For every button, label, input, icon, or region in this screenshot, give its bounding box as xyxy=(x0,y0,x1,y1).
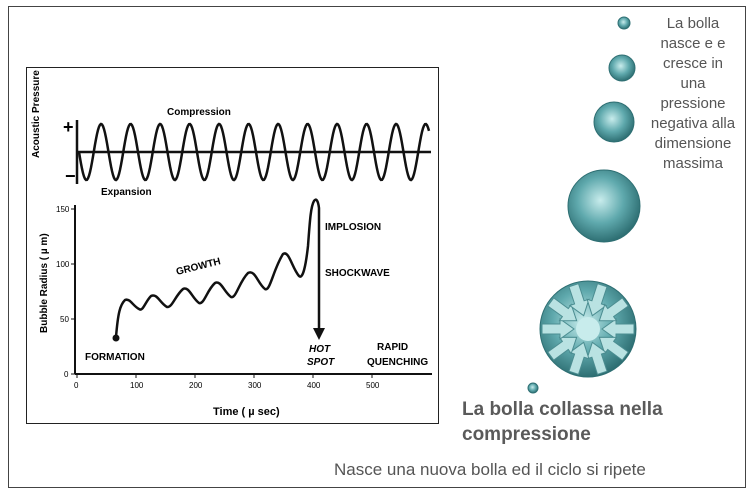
inward-arrow-icon xyxy=(568,341,590,375)
x-axis-label: Time ( µ sec) xyxy=(213,406,280,418)
bubble-sequence xyxy=(527,16,641,394)
bubble-max-icon xyxy=(567,169,641,243)
implosion-arrow-head xyxy=(313,328,325,340)
bubble-radius-curve xyxy=(114,198,321,338)
pressure-axis-label: Acoustic Pressure xyxy=(31,70,42,158)
growth-label: GROWTH xyxy=(175,256,222,278)
inward-arrow-icon xyxy=(598,297,629,322)
x-tick-label: 100 xyxy=(130,381,144,390)
x-tick-label: 500 xyxy=(366,381,380,390)
implosion-label: IMPLOSION xyxy=(325,222,381,233)
growth-note: La bolla nasce e e cresce in una pressio… xyxy=(650,15,736,172)
rapid-label: RAPID xyxy=(377,342,408,353)
x-tick-label: 400 xyxy=(307,381,321,390)
inward-arrow-icon xyxy=(598,336,629,361)
inward-arrow-icon xyxy=(586,283,608,317)
expansion-label: Expansion xyxy=(101,187,152,198)
y-axis-label: Bubble Radius ( µ m) xyxy=(39,233,50,333)
x-tick-label: 0 xyxy=(74,381,79,390)
new-bubble-icon xyxy=(527,382,539,394)
quenching-label: QUENCHING xyxy=(367,357,428,368)
y-tick-label: 150 xyxy=(56,205,70,214)
y-tick-label: 0 xyxy=(64,370,69,379)
footer-text: Nasce una nuova bolla ed il ciclo si rip… xyxy=(334,460,646,479)
minus-sign: − xyxy=(65,166,76,186)
inward-arrow-icon xyxy=(541,318,575,340)
formation-dot xyxy=(112,334,120,342)
collapse-core xyxy=(576,317,600,341)
x-tick-label: 200 xyxy=(189,381,203,390)
acoustic-wave xyxy=(77,122,431,182)
bubble-medium-icon xyxy=(608,54,636,82)
inward-arrow-icon xyxy=(568,283,590,317)
inward-arrow-icon xyxy=(547,336,578,361)
y-tick-label: 50 xyxy=(60,315,69,324)
inward-arrow-icon xyxy=(586,341,608,375)
x-tick-label: 300 xyxy=(248,381,262,390)
compression-label: Compression xyxy=(167,107,231,118)
hot-label: HOT xyxy=(309,344,331,355)
collapse-note: La bolla collassa nella compressione xyxy=(462,399,663,445)
inward-arrow-icon xyxy=(547,297,578,322)
bubble-large-icon xyxy=(593,101,635,143)
slide-frame xyxy=(8,6,746,488)
plus-sign: + xyxy=(63,117,74,137)
formation-label: FORMATION xyxy=(85,352,145,363)
spot-label: SPOT xyxy=(307,357,335,368)
shockwave-label: SHOCKWAVE xyxy=(325,268,390,279)
bubble-collapse-icon xyxy=(539,280,637,378)
y-tick-label: 100 xyxy=(56,260,70,269)
diagram-svg: Acoustic Pressure + − Compression Expans… xyxy=(31,70,432,418)
bubble-small-icon xyxy=(617,16,631,30)
cavitation-diagram: Acoustic Pressure + − Compression Expans… xyxy=(26,67,439,424)
inward-arrow-icon xyxy=(601,318,635,340)
